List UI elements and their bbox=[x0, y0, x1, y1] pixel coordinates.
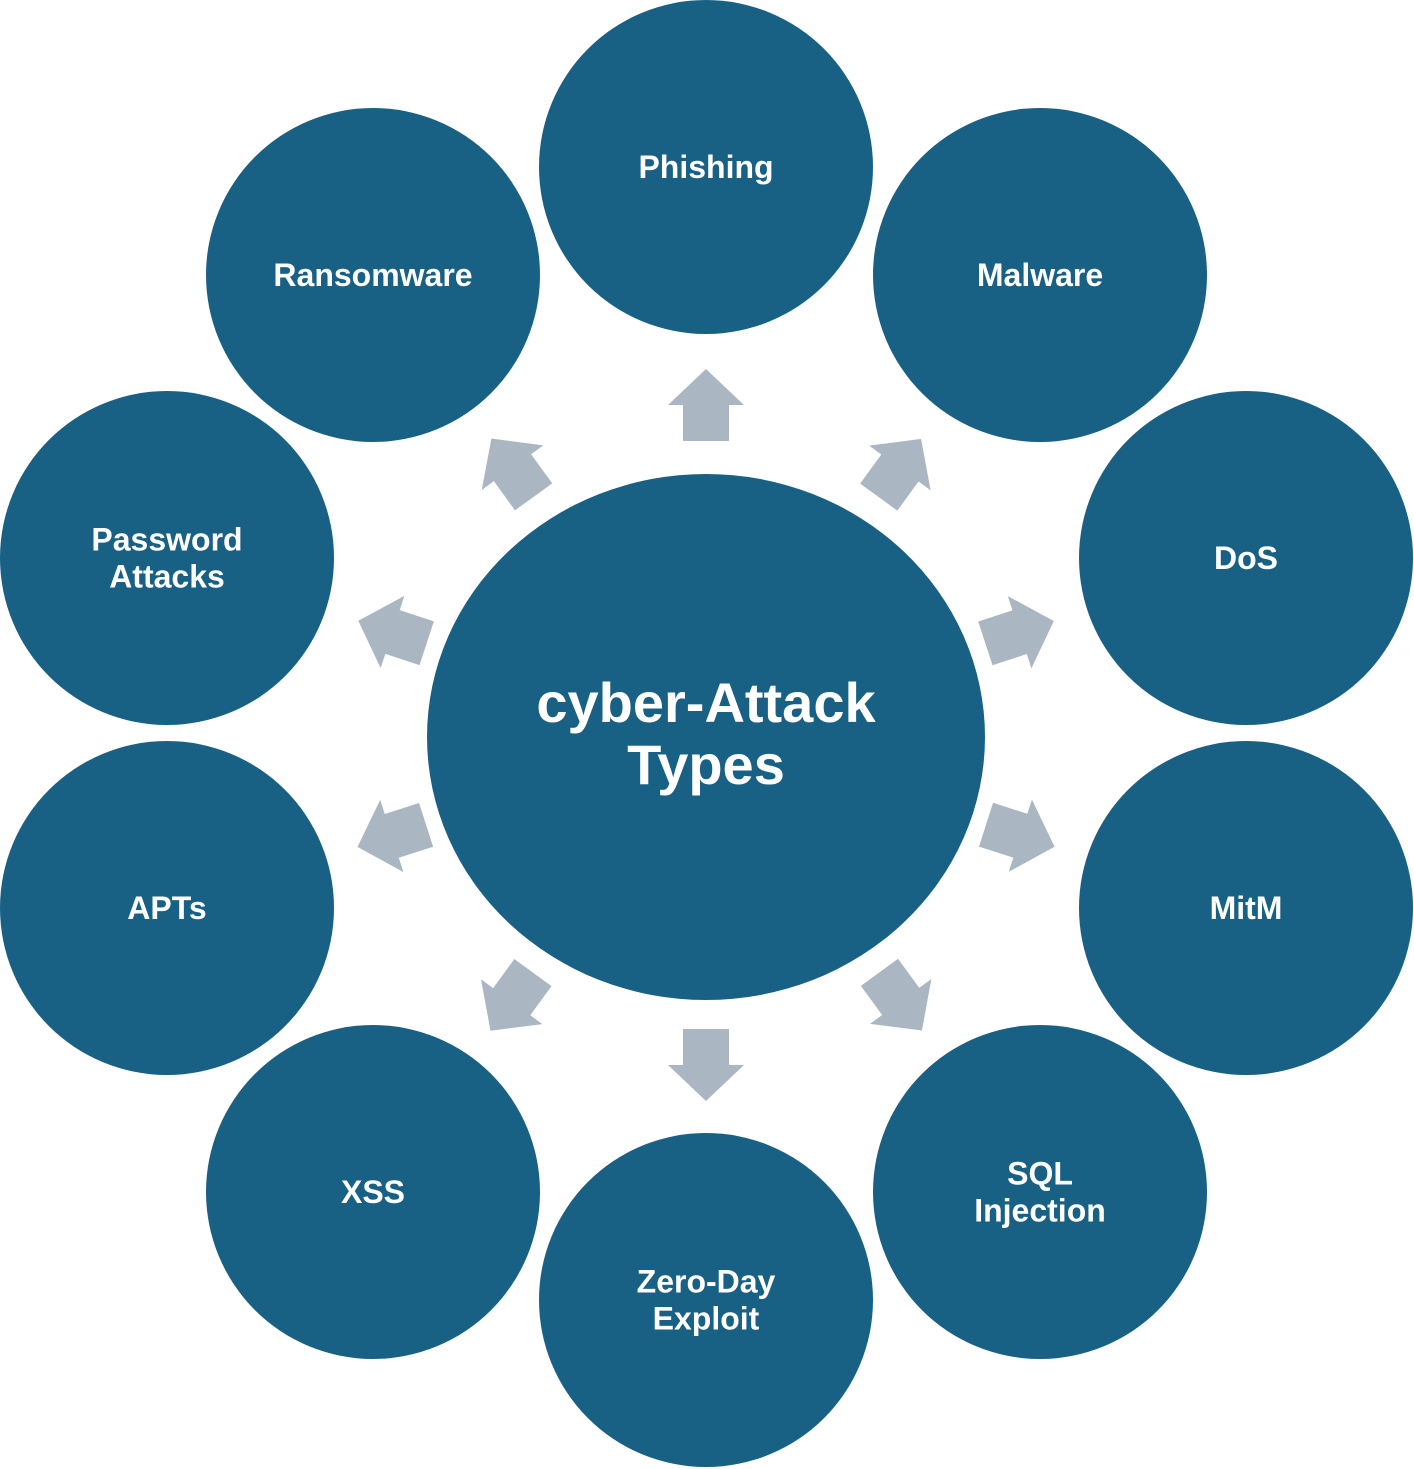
center-node: cyber-Attack Types bbox=[427, 474, 985, 1000]
node-label: Attacks bbox=[109, 559, 225, 595]
node-label: Phishing bbox=[638, 149, 773, 185]
arrow-to-ransomware-icon bbox=[481, 438, 553, 511]
node-label: Injection bbox=[974, 1193, 1106, 1229]
node-label: Malware bbox=[977, 257, 1103, 293]
arrow-to-malware-icon bbox=[860, 438, 931, 511]
node-circle bbox=[206, 1025, 540, 1359]
arrows bbox=[357, 369, 1055, 1101]
node-circle bbox=[1079, 741, 1413, 1075]
arrow-to-zero-day-exploit-icon bbox=[668, 1029, 744, 1101]
node-mitm: MitM bbox=[1079, 741, 1413, 1075]
node-label: SQL bbox=[1007, 1156, 1073, 1192]
node-label: Password bbox=[91, 522, 242, 558]
node-ransomware: Ransomware bbox=[206, 108, 540, 442]
arrow-to-xss-icon bbox=[480, 959, 552, 1031]
node-circle bbox=[0, 391, 334, 725]
node-label: Zero-Day bbox=[637, 1264, 776, 1300]
node-label: Ransomware bbox=[273, 257, 472, 293]
node-dos: DoS bbox=[1079, 391, 1413, 725]
center-circle bbox=[427, 474, 985, 1000]
node-circle bbox=[206, 108, 540, 442]
node-label: APTs bbox=[127, 890, 206, 926]
arrow-to-sql-injection-icon bbox=[860, 958, 932, 1031]
arrow-to-apts-icon bbox=[357, 799, 434, 873]
node-circle bbox=[873, 1025, 1207, 1359]
center-title-line-1: cyber-Attack bbox=[536, 671, 876, 734]
arrow-to-phishing-icon bbox=[668, 369, 744, 441]
node-apts: APTs bbox=[0, 741, 334, 1075]
arrow-to-password-attacks-icon bbox=[358, 595, 434, 669]
node-label: XSS bbox=[341, 1174, 405, 1210]
arrow-to-dos-icon bbox=[978, 596, 1054, 669]
node-label: MitM bbox=[1210, 890, 1283, 926]
node-malware: Malware bbox=[873, 108, 1207, 442]
node-circle bbox=[1079, 391, 1413, 725]
node-circle bbox=[539, 1133, 873, 1467]
node-phishing: Phishing bbox=[539, 0, 873, 334]
arrow-to-mitm-icon bbox=[978, 799, 1055, 872]
node-label: Exploit bbox=[653, 1301, 760, 1337]
node-circle bbox=[873, 108, 1207, 442]
node-label: DoS bbox=[1214, 540, 1278, 576]
node-circle bbox=[0, 741, 334, 1075]
node-circle bbox=[539, 0, 873, 334]
center-title-line-2: Types bbox=[627, 733, 785, 796]
node-xss: XSS bbox=[206, 1025, 540, 1359]
